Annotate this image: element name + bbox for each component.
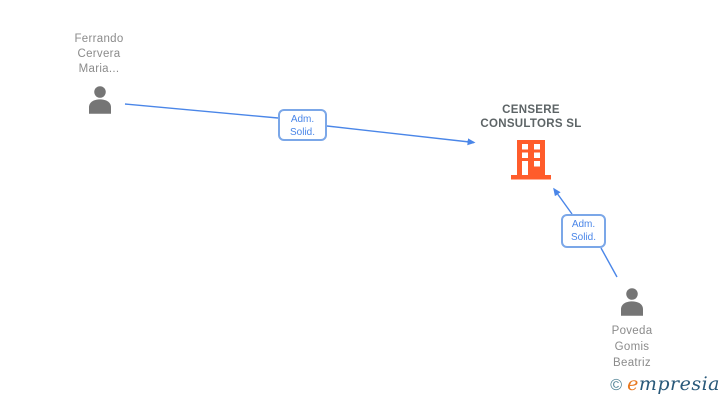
person2-name-line1: Poveda [611,325,653,337]
person2-name-line3: Beatriz [613,357,651,369]
copyright-icon: © [610,377,623,394]
wordmark-initial: e [627,373,639,395]
edge1-label-box: Adm. Solid. [278,109,327,141]
empresia-wordmark: empresia [627,373,720,395]
company-name-line2: CONSULTORS SL [480,118,582,130]
person1-icon[interactable] [85,85,115,115]
edge1-line-arrow [326,125,476,146]
edge2-line-arrow [553,187,573,215]
wordmark-rest: mpresia [638,373,720,395]
company-building-icon[interactable] [511,140,551,180]
person1-name-line3: Maria... [78,63,120,75]
company-name: CENSERE CONSULTORS SL [456,103,606,131]
edge1-line-start [124,103,279,119]
edge1-label-line2: Solid. [289,127,315,138]
empresia-logo[interactable]: © empresia [610,373,720,395]
person1-name-line2: Cervera [77,48,121,60]
person2-name-line2: Gomis [614,341,650,353]
edge2-label-line1: Adm. [571,219,596,230]
edge2-label-box: Adm. Solid. [561,214,606,248]
person1-name: Ferrando Cervera Maria... [39,32,159,77]
edge2-line-start [600,247,618,278]
company-name-line1: CENSERE [502,104,560,116]
person2-name: Poveda Gomis Beatriz [572,323,692,371]
person1-name-line1: Ferrando [74,33,124,45]
person2-icon[interactable] [617,287,647,317]
edge1-label-line1: Adm. [290,114,315,125]
edge2-label-line2: Solid. [570,232,596,243]
